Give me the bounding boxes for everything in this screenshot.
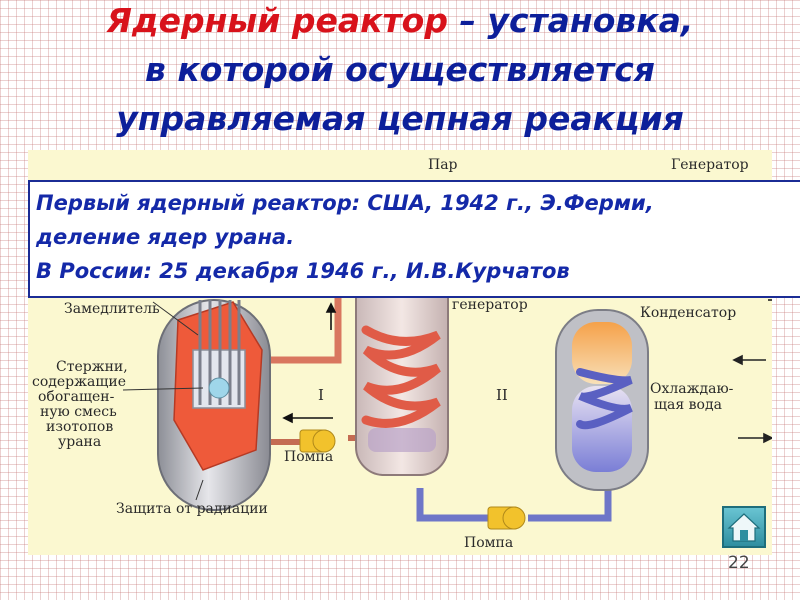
secondary-pump bbox=[487, 506, 526, 530]
reactor-diagram-graphic bbox=[122, 186, 772, 530]
title-line1-rest: – установка, bbox=[447, 1, 694, 40]
first-reactor-info-box: Первый ядерный реактор: США, 1942 г., Э.… bbox=[28, 180, 800, 298]
label-circuit-1: I bbox=[318, 386, 324, 404]
title-line3: управляемая цепная реакция bbox=[116, 99, 684, 138]
page-number: 22 bbox=[728, 553, 750, 573]
label-generator: Генератор bbox=[671, 157, 749, 173]
label-pump-2: Помпа bbox=[464, 535, 514, 551]
label-cooling-2: щая вода bbox=[654, 397, 722, 413]
label-rods-2: содержащие bbox=[32, 374, 126, 390]
slide-title: Ядерный реактор – установка, в которой о… bbox=[0, 0, 800, 143]
steam-generator-coil bbox=[361, 325, 441, 428]
info-line-1: Первый ядерный реактор: США, 1942 г., Э.… bbox=[36, 191, 654, 215]
label-steam: Пар bbox=[428, 157, 458, 173]
label-condenser: Конденсатор bbox=[640, 305, 737, 321]
condenser-coil bbox=[576, 368, 633, 430]
info-line-2: деление ядер урана. bbox=[36, 225, 295, 249]
info-line-3: В России: 25 декабря 1946 г., И.В.Курчат… bbox=[36, 259, 570, 283]
label-pump-1: Помпа bbox=[284, 449, 334, 465]
label-rods-3: обогащен- bbox=[38, 389, 115, 405]
title-line2: в которой осуществляется bbox=[145, 50, 655, 89]
label-rods-5: изотопов bbox=[46, 419, 114, 435]
secondary-cold-pipe bbox=[416, 488, 488, 522]
primary-pump bbox=[299, 429, 336, 453]
label-rods-1: Стержни, bbox=[56, 359, 128, 375]
cooling-water-arrows bbox=[732, 299, 772, 444]
label-rods-6: урана bbox=[58, 434, 102, 450]
label-radiation-protection: Защита от радиации bbox=[116, 501, 268, 517]
title-term: Ядерный реактор bbox=[106, 1, 448, 40]
label-steam-generator: генератор bbox=[452, 297, 528, 313]
home-icon bbox=[727, 513, 761, 542]
label-rods-4: ную смесь bbox=[40, 404, 117, 420]
label-circuit-2: II bbox=[496, 386, 508, 404]
label-moderator: Замедлитель bbox=[64, 301, 160, 317]
label-cooling-1: Охлаждаю- bbox=[650, 381, 734, 397]
home-button[interactable] bbox=[722, 506, 766, 548]
